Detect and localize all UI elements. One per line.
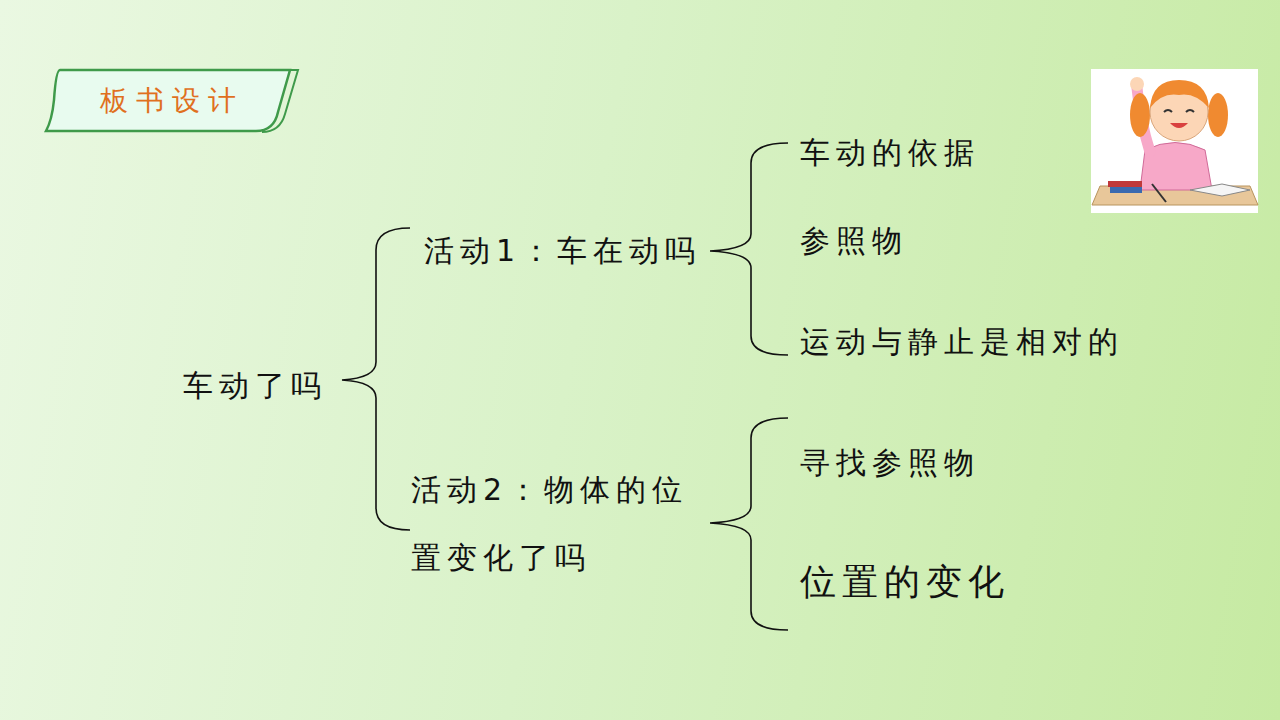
title-tab-edge <box>262 70 298 132</box>
title-tab <box>46 70 290 131</box>
picture-frame <box>1091 69 1258 213</box>
point-label: 车动的依据 <box>800 133 980 173</box>
point-label: 运动与静止是相对的 <box>800 322 1124 362</box>
point-label: 寻找参照物 <box>800 443 980 483</box>
slide-title: 板书设计 <box>100 81 244 121</box>
hair <box>1150 80 1209 108</box>
open-book <box>1190 184 1250 196</box>
hand <box>1130 77 1144 91</box>
eyes <box>1164 110 1194 112</box>
point-label: 参照物 <box>800 221 908 261</box>
main-bracket <box>342 228 410 530</box>
pigtail-right <box>1208 93 1228 137</box>
book <box>1110 187 1142 193</box>
bracket-activity1 <box>710 143 788 355</box>
pigtail-left <box>1130 93 1150 137</box>
activity-label: 活动2：物体的位 置变化了吗 <box>411 456 711 592</box>
girl-illustration <box>1091 69 1258 213</box>
brackets <box>342 143 788 630</box>
pencil <box>1152 184 1166 202</box>
topic-label: 车动了吗 <box>183 366 327 406</box>
activity-label: 活动1：车在动吗 <box>424 231 701 271</box>
mouth <box>1170 123 1188 128</box>
point-label: 位置的变化 <box>800 562 1010 602</box>
bracket-activity2 <box>710 418 788 630</box>
book <box>1108 181 1142 187</box>
